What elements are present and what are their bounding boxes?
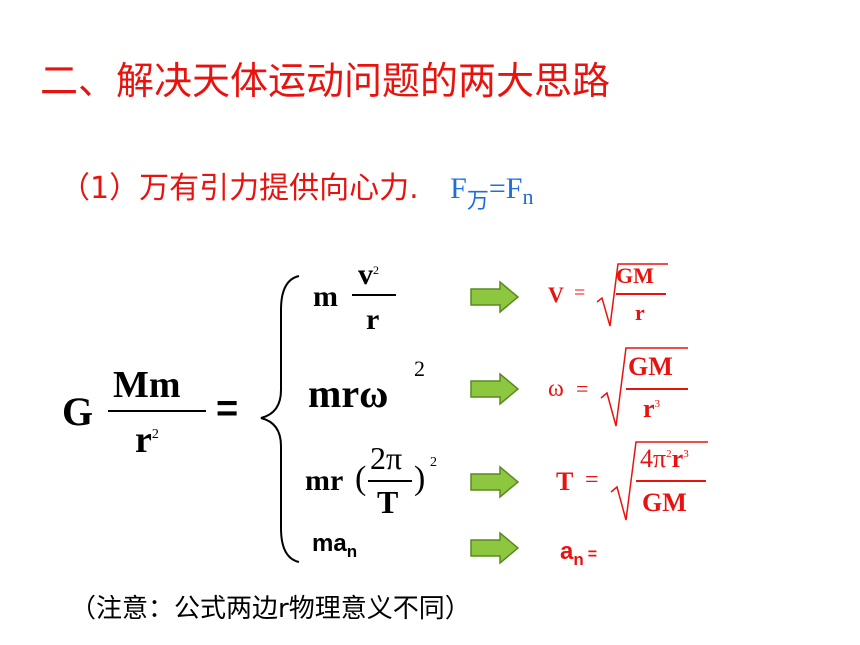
r2-lhs: ω xyxy=(548,376,564,402)
r3-numerator: 4π2r3 xyxy=(640,444,689,473)
f3-fraction-bar xyxy=(368,480,412,482)
r1-denominator: r xyxy=(635,300,645,325)
right-arrow-icon xyxy=(470,465,520,499)
subtitle-formula: F万=Fn xyxy=(450,172,534,214)
r1-lhs: V xyxy=(548,282,564,307)
right-arrow-icon xyxy=(470,280,520,314)
f3-lparen: ( xyxy=(355,460,367,497)
f3-exponent: 2 xyxy=(430,455,437,470)
r2-numerator: GM xyxy=(628,352,673,381)
r2-denominator: r3 xyxy=(643,394,661,423)
subtitle: （1）万有引力提供向心力. F万=Fn xyxy=(60,163,534,214)
f1-m: m xyxy=(313,280,338,313)
r1-fraction-bar xyxy=(616,293,666,295)
r3-denominator: GM xyxy=(642,488,687,517)
f3-mr: mr xyxy=(305,464,344,497)
r3-fraction-bar xyxy=(636,480,706,482)
right-arrow-icon xyxy=(470,531,520,565)
subtitle-text: （1）万有引力提供向心力. xyxy=(60,171,419,206)
result-acceleration: an= xyxy=(560,538,598,569)
f3-numerator: 2π xyxy=(370,440,403,476)
f3-denominator: T xyxy=(377,484,399,520)
f1-fraction-bar xyxy=(352,294,396,296)
brace-icon xyxy=(260,275,300,563)
form-centripetal-acceleration: man xyxy=(312,530,358,561)
f1-numerator: v2 xyxy=(358,258,379,291)
f2-text: mrω xyxy=(308,371,389,416)
lhs-fraction-bar xyxy=(108,410,206,412)
note-text: （注意：公式两边r物理意义不同） xyxy=(70,594,471,624)
f3-rparen: ) xyxy=(414,460,426,497)
lhs-g: G xyxy=(62,389,94,434)
lhs-numerator: Mm xyxy=(113,364,181,406)
f2-exponent: 2 xyxy=(414,356,425,381)
lhs-equals: = xyxy=(216,388,239,430)
r3-lhs: T xyxy=(556,467,574,496)
r3-equals: = xyxy=(585,467,599,493)
lhs-denominator: r2 xyxy=(135,419,159,461)
right-arrow-icon xyxy=(470,372,520,406)
r1-equals: = xyxy=(574,282,586,304)
sqrt-icon xyxy=(610,441,708,521)
page-title: 二、解决天体运动问题的两大思路 xyxy=(40,59,611,103)
r2-fraction-bar xyxy=(626,388,688,390)
r1-numerator: GM xyxy=(616,263,654,288)
r2-equals: = xyxy=(576,376,589,401)
f1-denominator: r xyxy=(366,303,380,336)
sqrt-icon xyxy=(596,263,668,327)
sqrt-icon xyxy=(600,347,688,427)
